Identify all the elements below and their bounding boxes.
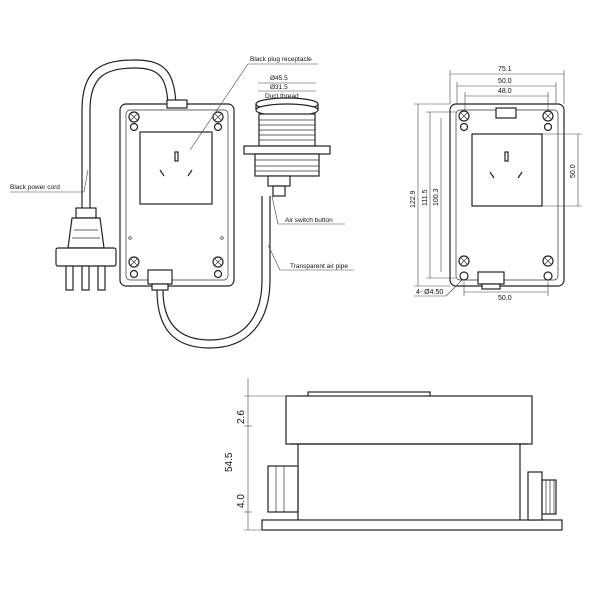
front-view: [414, 70, 582, 297]
dim-total-height: 54.5: [224, 452, 235, 472]
socket-icon: [489, 151, 523, 179]
dim-height-overall: 122.9: [410, 190, 417, 208]
socket-icon: [159, 151, 193, 177]
dim-width-overall: 75.1: [498, 66, 512, 73]
dim-width-inner: 48.0: [498, 88, 512, 95]
dim-height-inner: 100.3: [433, 188, 440, 206]
dim-hole-note: 4- Ø4.50: [416, 289, 443, 296]
dim-height-mid: 111.5: [422, 189, 429, 206]
socket-face: [139, 131, 213, 205]
screw-icon: [128, 111, 224, 279]
screw-icon: [458, 110, 554, 281]
duct-thread-label: Duct thread: [265, 93, 299, 100]
power-cord: [81, 59, 177, 210]
button-inner-dia-label: Ø31.5: [270, 84, 288, 91]
air-switch-button: [243, 97, 331, 197]
dim-bottom-width: 50.0: [498, 295, 512, 302]
side-view: [244, 378, 563, 531]
dim-width-mid: 50.0: [498, 78, 512, 85]
assembly-view: [10, 59, 354, 349]
plug-receptacle-label: Black plug receptacle: [250, 56, 312, 63]
air-pipe: [156, 196, 271, 349]
dim-lid-height: 2.6: [236, 410, 247, 424]
dim-base-height: 4.0: [236, 494, 247, 508]
button-outer-dia-label: Ø45.5: [270, 75, 288, 82]
plug-icon: [55, 207, 117, 291]
dim-socket-height: 50.0: [570, 164, 577, 178]
air-switch-label: Air switch button: [285, 217, 333, 224]
front-box: [449, 103, 565, 287]
power-cord-label: Black power cord: [10, 184, 60, 191]
air-pipe-label: Transparent air pipe: [290, 263, 348, 270]
